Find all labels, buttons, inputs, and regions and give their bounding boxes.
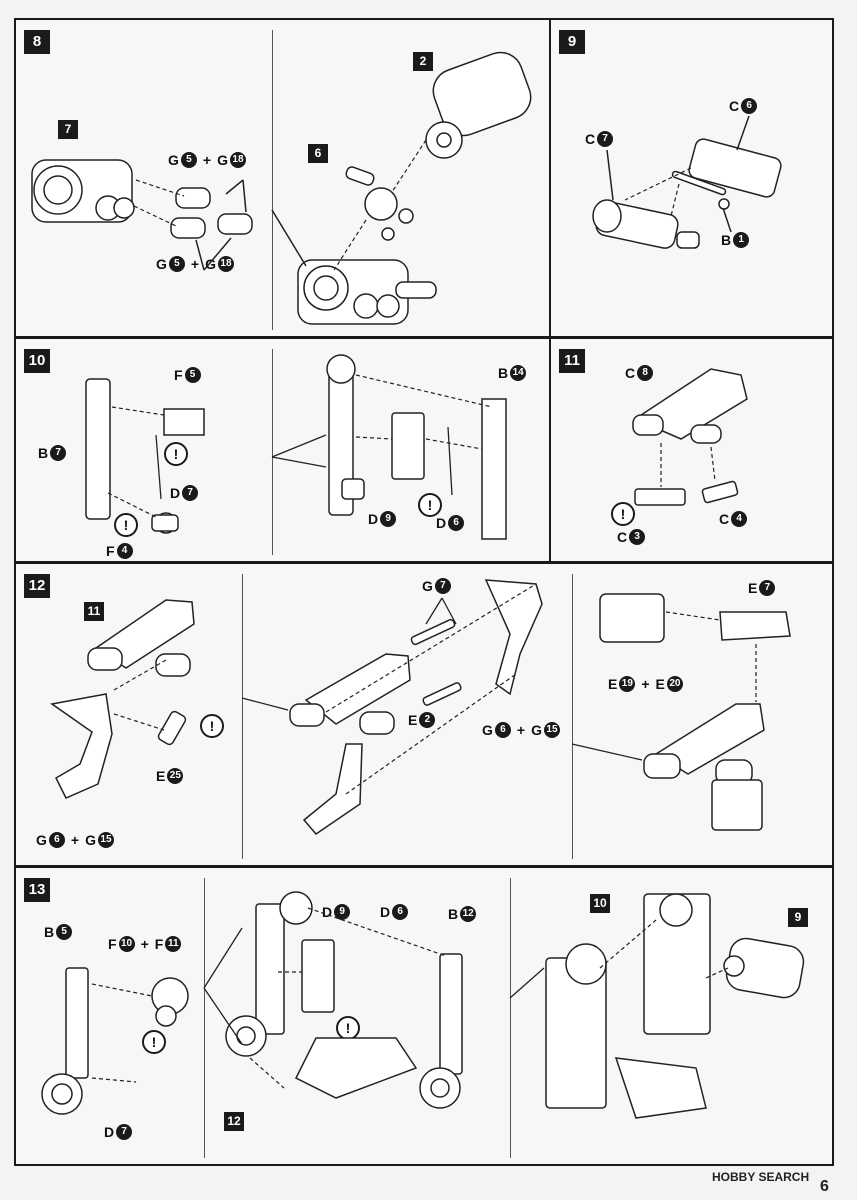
step-8-illustration — [31, 51, 532, 325]
part-ref-9: 9 — [788, 908, 808, 927]
warning-icon: ! — [114, 513, 138, 537]
page-number: 6 — [820, 1178, 829, 1195]
step-11-illustration — [632, 368, 748, 506]
part-ref-11: 11 — [84, 602, 104, 621]
step-12-illustration — [50, 579, 791, 835]
step-number: 8 — [24, 30, 50, 54]
step-number: 9 — [559, 30, 585, 54]
panel-divider — [572, 574, 573, 859]
hobbysearch-logo-icon: HOBBY SEARCH — [712, 1170, 810, 1184]
step-number: 12 — [24, 574, 50, 598]
panel-divider — [204, 878, 205, 1158]
part-ref-10: 10 — [590, 894, 610, 913]
part-ref-7: 7 — [58, 120, 78, 139]
step-13-illustration — [41, 891, 805, 1119]
panel-divider — [242, 574, 243, 859]
step-number: 10 — [24, 349, 50, 373]
warning-icon: ! — [418, 493, 442, 517]
panel-divider — [272, 349, 273, 555]
warning-icon: ! — [164, 442, 188, 466]
warning-icon: ! — [611, 502, 635, 526]
step-10-illustration — [85, 354, 507, 540]
warning-icon: ! — [200, 714, 224, 738]
panel-divider — [510, 878, 511, 1158]
part-ref-12: 12 — [224, 1112, 244, 1131]
warning-icon: ! — [142, 1030, 166, 1054]
step-9-illustration — [592, 115, 782, 249]
step-number: 13 — [24, 878, 50, 902]
part-ref-2: 2 — [413, 52, 433, 71]
panel-divider — [272, 30, 273, 330]
part-ref-6: 6 — [308, 144, 328, 163]
step-number: 11 — [559, 349, 585, 373]
